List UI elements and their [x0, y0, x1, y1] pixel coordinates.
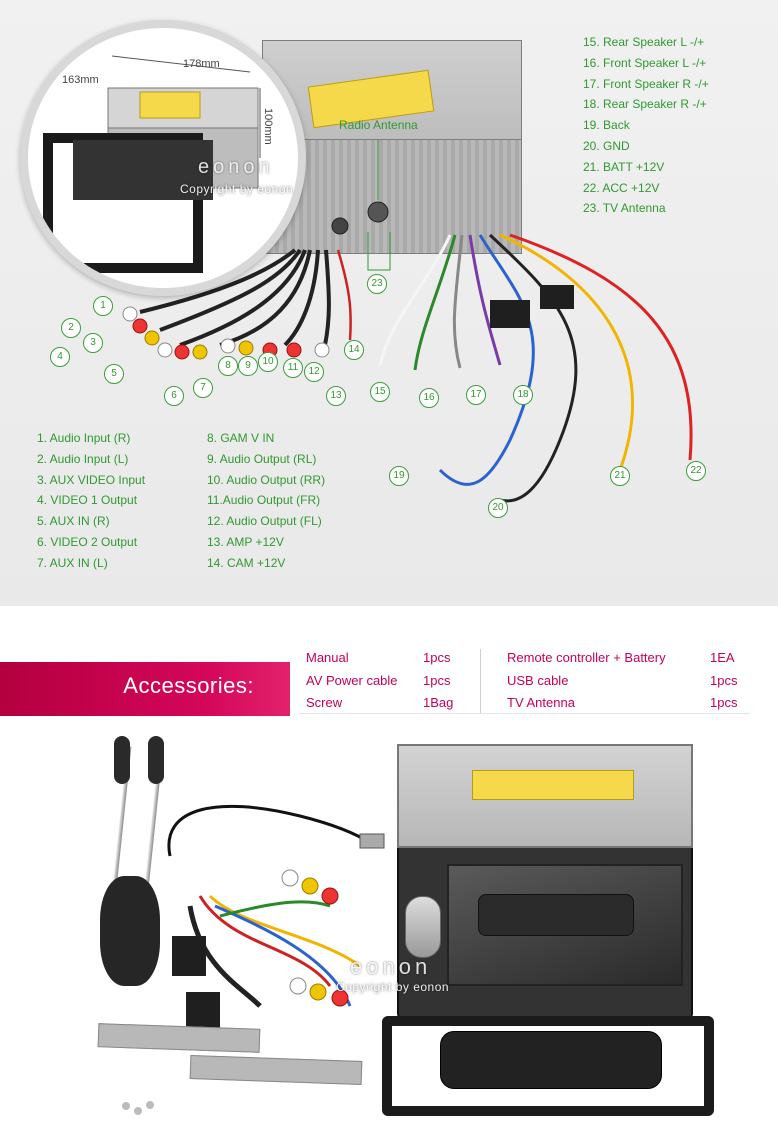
callout-6: 6 — [164, 386, 184, 406]
accessories-title: Accessories: — [123, 673, 254, 698]
radio-antenna-label: Radio Antenna — [339, 118, 418, 132]
callout-23: 23 — [367, 274, 387, 294]
pin-label: 13. AMP +12V — [207, 534, 284, 549]
callout-7: 7 — [193, 378, 213, 398]
pin-label: 18. Rear Speaker R -/+ — [583, 97, 707, 112]
callout-22: 22 — [686, 461, 706, 481]
pin-label: 2. Audio Input (L) — [37, 451, 129, 466]
callout-9: 9 — [238, 356, 258, 376]
accessory-qty: 1Bag — [423, 695, 454, 710]
accessory-name: TV Antenna — [507, 695, 575, 710]
pin-label: 17. Front Speaker R -/+ — [583, 76, 709, 91]
remote-controller — [440, 1031, 662, 1089]
callout-16: 16 — [419, 388, 439, 408]
wiring-diagram-section: 1 2 3 4 5 6 7 8 9 10 11 12 13 14 15 16 1… — [0, 0, 778, 606]
callout-17: 17 — [466, 385, 486, 405]
accessory-qty: 1EA — [710, 650, 735, 665]
callout-15: 15 — [370, 382, 390, 402]
callout-19: 19 — [389, 466, 409, 486]
callout-4: 4 — [50, 347, 70, 367]
accessory-name: Remote controller + Battery — [507, 650, 666, 665]
callout-5: 5 — [104, 364, 124, 384]
pin-label: 4. VIDEO 1 Output — [37, 493, 138, 508]
dimensions-drawing — [43, 55, 261, 273]
accessory-qty: 1pcs — [710, 672, 738, 688]
pin-label: 15. Rear Speaker L -/+ — [583, 35, 705, 49]
tv-antenna-cap-right — [148, 736, 164, 784]
accessories-table: Manual 1pcs Remote controller + Battery … — [306, 647, 746, 715]
callout-20: 20 — [488, 498, 508, 518]
accessory-qty: 1pcs — [423, 672, 451, 688]
callout-21: 21 — [610, 466, 630, 486]
accessory-qty: 1pcs — [710, 695, 738, 710]
accessories-banner: Accessories: — [0, 662, 290, 716]
rca-plugs-group — [122, 306, 330, 360]
pin-label: 20. GND — [583, 138, 630, 153]
callout-2: 2 — [61, 318, 81, 338]
pin-label: 3. AUX VIDEO Input — [37, 472, 146, 487]
pin-label: 7. AUX IN (L) — [37, 555, 108, 570]
callout-12: 12 — [304, 362, 324, 382]
accessory-name: USB cable — [507, 672, 569, 688]
left-pin-list-b: 8. GAM V IN 9. Audio Output (RL) 10. Aud… — [207, 428, 325, 574]
pin-label: 11.Audio Output (FR) — [207, 493, 321, 508]
accessory-qty: 1pcs — [423, 650, 451, 665]
callout-10: 10 — [258, 352, 278, 372]
pin-label: 12. Audio Output (FL) — [207, 514, 322, 529]
pin-label: 23. TV Antenna — [583, 201, 666, 216]
accessory-name: Screw — [306, 695, 343, 710]
left-pin-list-a: 1. Audio Input (R) 2. Audio Input (L) 3.… — [37, 428, 145, 574]
callout-8: 8 — [218, 356, 238, 376]
accessories-underline — [300, 713, 750, 714]
warning-sticker-bottom — [472, 770, 634, 800]
pin-label: 14. CAM +12V — [207, 555, 286, 570]
pin-label: 8. GAM V IN — [207, 431, 275, 445]
accessory-row: AV Power cable 1pcs USB cable 1pcs — [306, 670, 746, 693]
accessories-section: Accessories: Manual 1pcs Remote controll… — [0, 606, 778, 1133]
pin-label: 19. Back — [583, 118, 630, 133]
callout-1: 1 — [93, 296, 113, 316]
accessory-row: Manual 1pcs Remote controller + Battery … — [306, 647, 746, 670]
trim-frame — [382, 1016, 714, 1116]
depth-dimension: 163mm — [62, 74, 99, 86]
height-dimension: 100mm — [262, 108, 274, 145]
callout-3: 3 — [83, 333, 103, 353]
watermark-copyright-top: Copyright by eonon — [180, 182, 294, 196]
tv-antenna-base — [100, 876, 160, 986]
width-dimension: 178mm — [183, 58, 220, 70]
watermark-logo-top: eonon — [198, 156, 274, 178]
pin-label: 10. Audio Output (RR) — [207, 472, 326, 487]
callout-18: 18 — [513, 385, 533, 405]
pin-label: 9. Audio Output (RL) — [207, 451, 317, 466]
pin-label: 16. Front Speaker L -/+ — [583, 55, 707, 70]
callout-14: 14 — [344, 340, 364, 360]
accessory-name: Manual — [306, 650, 349, 665]
pin-label: 22. ACC +12V — [583, 180, 660, 195]
pin-label: 21. BATT +12V — [583, 159, 665, 174]
din-socket-icon — [331, 217, 349, 235]
wiring-harness-drawing — [122, 140, 693, 503]
pin-label: 5. AUX IN (R) — [37, 514, 110, 529]
tv-antenna-cap-left — [114, 736, 130, 784]
accessories-drawing — [122, 804, 385, 1115]
callout-13: 13 — [326, 386, 346, 406]
accessory-name: AV Power cable — [306, 672, 398, 688]
control-knob-icon — [405, 896, 441, 958]
accessories-divider — [480, 649, 481, 713]
pin-label: 6. VIDEO 2 Output — [37, 534, 138, 549]
accessory-row: Screw 1Bag TV Antenna 1pcs — [306, 692, 746, 715]
callout-11: 11 — [283, 358, 303, 378]
antenna-socket-icon — [367, 201, 389, 223]
usb-plug-icon — [359, 833, 385, 849]
watermark-logo-bottom: eonon — [350, 954, 432, 979]
pin-label: 1. Audio Input (R) — [37, 431, 131, 445]
right-pin-list: 15. Rear Speaker L -/+ 16. Front Speaker… — [583, 32, 709, 219]
watermark-copyright-bottom: Copyright by eonon — [336, 980, 450, 994]
dimensions-inset: 178mm 163mm 100mm — [20, 20, 306, 296]
remote-controller-reflection — [478, 894, 634, 936]
